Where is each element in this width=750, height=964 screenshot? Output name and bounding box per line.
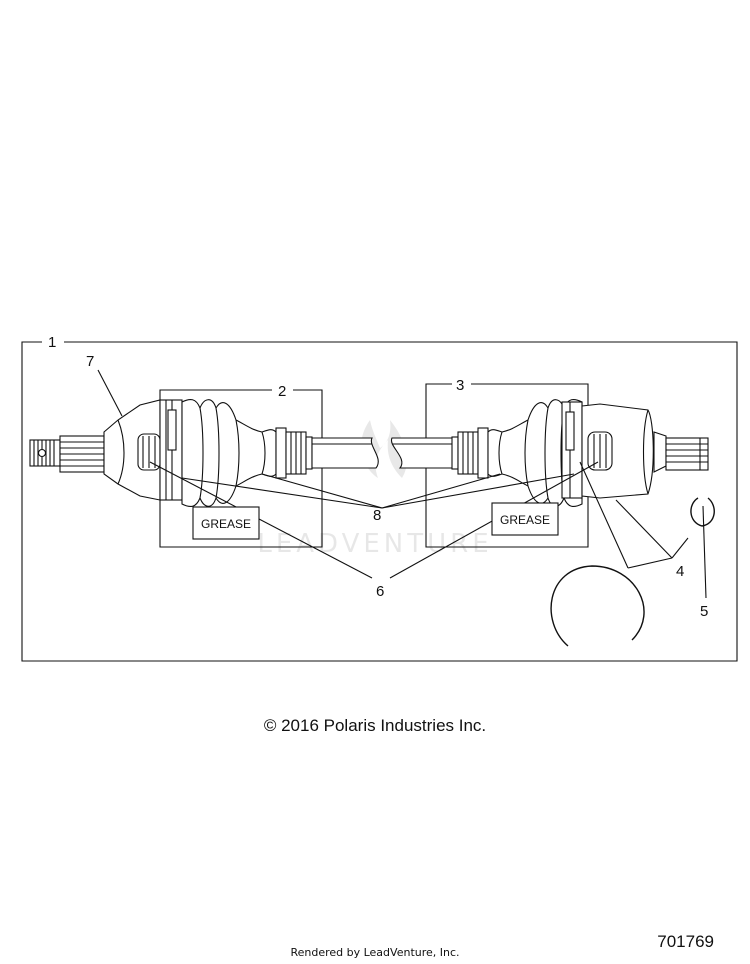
subassembly-frame-3 xyxy=(425,383,589,548)
callout-2: 2 xyxy=(278,383,286,400)
callout-1: 1 xyxy=(48,334,56,351)
callout-6: 6 xyxy=(376,583,384,600)
grease-label-left: GREASE xyxy=(201,517,251,531)
right-cv-housing xyxy=(561,401,667,499)
part-number: 701769 xyxy=(657,932,714,951)
grease-box-right xyxy=(491,502,559,536)
large-retaining-ring xyxy=(550,565,645,647)
rendered-by-text: Rendered by LeadVenture, Inc. xyxy=(290,946,460,959)
watermark-text: LEADVENTURE xyxy=(257,529,492,559)
grease-box-left xyxy=(192,506,260,540)
left-cv-housing xyxy=(103,399,183,501)
left-cv-boot xyxy=(181,398,277,508)
copyright-text: © 2016 Polaris Industries Inc. xyxy=(263,716,487,735)
callout-3: 3 xyxy=(456,377,464,394)
left-stub-shaft xyxy=(29,435,105,473)
right-collar xyxy=(451,427,489,479)
left-collar xyxy=(275,427,313,479)
subassembly-frame-2 xyxy=(159,389,323,548)
callout-7: 7 xyxy=(86,353,94,370)
center-shaft xyxy=(311,437,459,469)
grease-label-right: GREASE xyxy=(500,513,550,527)
callout-5: 5 xyxy=(700,603,708,620)
assembly-frame xyxy=(21,341,738,662)
callout-4: 4 xyxy=(676,563,684,580)
right-stub-shaft xyxy=(665,437,709,471)
callout-8: 8 xyxy=(373,507,381,524)
small-circlip xyxy=(690,497,715,527)
